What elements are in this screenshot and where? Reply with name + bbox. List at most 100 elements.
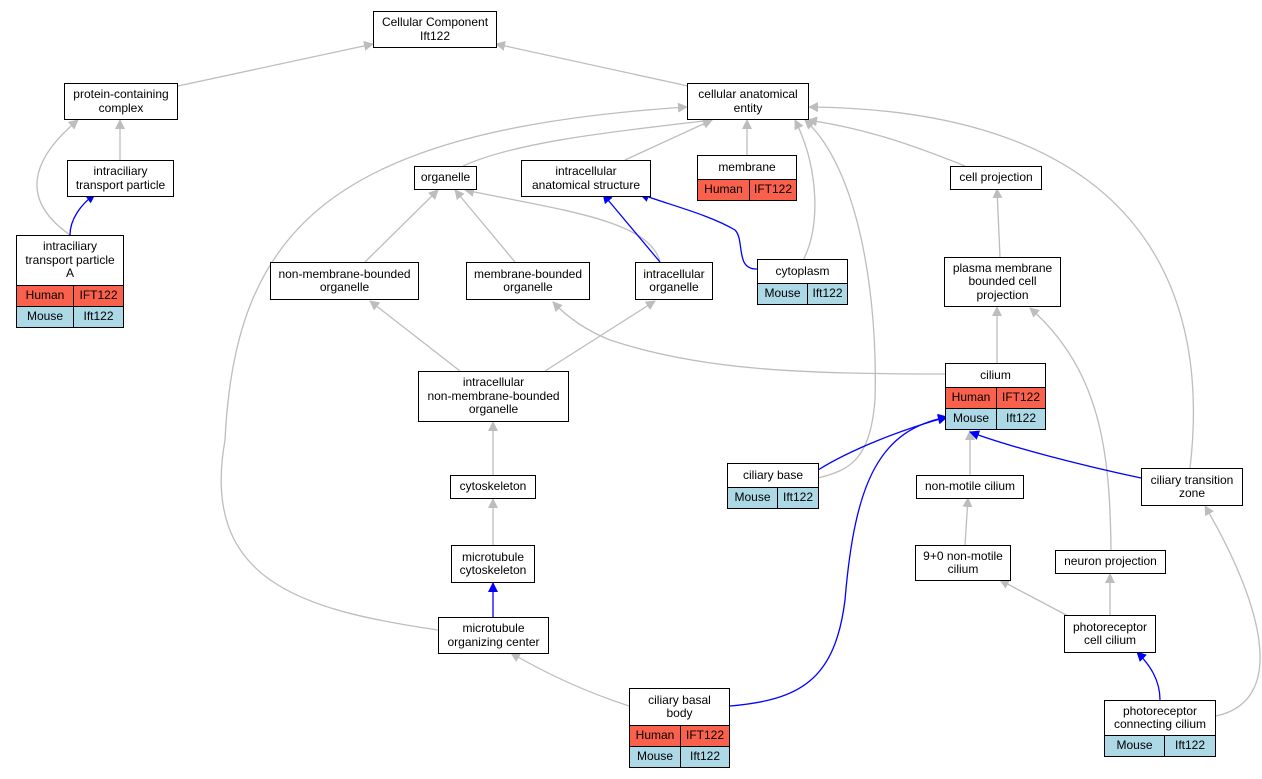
node-label: protein-containing complex [73, 87, 169, 115]
node-label: non-membrane-bounded organelle [278, 266, 411, 294]
mouse-annotation-row: Mouse Ift122 [17, 306, 123, 327]
species-label: Human [704, 182, 743, 197]
species-label: Human [635, 728, 675, 743]
edge-pcc-to-ninezero [999, 579, 1071, 618]
node-intracellular-non-membrane-bounded-organelle[interactable]: intracellular non-membrane-bounded organ… [418, 371, 569, 422]
node-photoreceptor-cell-cilium[interactable]: photoreceptor cell cilium [1064, 615, 1156, 653]
mouse-annotation-row: Mouse Ift122 [758, 283, 847, 304]
gene-label: Ift122 [777, 488, 818, 508]
node-cytoplasm[interactable]: cytoplasm Mouse Ift122 [757, 259, 848, 305]
gene-label: IFT122 [996, 388, 1045, 408]
node-label: ciliary transition zone [1150, 472, 1234, 500]
node-label: cell projection [959, 170, 1033, 185]
node-label: intraciliary transport particle A [25, 239, 115, 281]
node-cellular-anatomical-entity[interactable]: cellular anatomical entity [687, 83, 809, 120]
node-label: cellular anatomical entity [698, 87, 798, 115]
node-intraciliary-transport-particle-a[interactable]: intraciliary transport particle A Human … [16, 235, 124, 328]
node-label: membrane-bounded organelle [473, 266, 583, 294]
edge-io-to-organelle [464, 186, 661, 263]
node-intracellular-organelle[interactable]: intracellular organelle [635, 262, 713, 300]
node-label: cytoplasm [775, 263, 830, 278]
species-label: Human [25, 288, 65, 303]
node-microtubule-organizing-center[interactable]: microtubule organizing center [438, 617, 549, 654]
mouse-annotation-row: Mouse Ift122 [946, 408, 1045, 429]
species-label: Human [951, 390, 991, 405]
species-label: Mouse [1116, 738, 1153, 753]
species-label: Mouse [764, 286, 801, 301]
mouse-annotation-row: Mouse Ift122 [630, 746, 729, 767]
edge-neuronproj-to-pmbcp [1029, 307, 1112, 551]
edge-cytoplasm-partof-ias [639, 192, 758, 270]
node-microtubule-cytoskeleton[interactable]: microtubule cytoskeleton [451, 545, 535, 583]
gene-label: IFT122 [749, 180, 796, 200]
node-protein-containing-complex[interactable]: protein-containing complex [64, 83, 178, 120]
gene-label: Ift122 [680, 747, 729, 767]
edge-ciliarybase-partof-cilium [817, 414, 948, 471]
edge-cellproj-to-cae [807, 116, 966, 167]
gene-label: Ift122 [1164, 736, 1215, 756]
gene-label: Ift122 [73, 307, 123, 327]
node-neuron-projection[interactable]: neuron projection [1055, 550, 1166, 574]
node-cytoskeleton[interactable]: cytoskeleton [450, 475, 536, 499]
node-photoreceptor-connecting-cilium[interactable]: photoreceptor connecting cilium Mouse If… [1104, 700, 1216, 757]
node-label: microtubule organizing center [447, 621, 540, 649]
edge-protein-complex-to-root [177, 41, 374, 87]
node-label: plasma membrane bounded cell projection [952, 260, 1053, 302]
node-label: intracellular organelle [643, 266, 705, 294]
node-intracellular-anatomical-structure[interactable]: intracellular anatomical structure [521, 160, 651, 197]
mouse-annotation-row: Mouse Ift122 [728, 487, 818, 508]
edge-ciliarybase-to-cae [804, 119, 876, 479]
node-ciliary-transition-zone[interactable]: ciliary transition zone [1141, 468, 1243, 506]
node-label: intracellular anatomical structure [531, 164, 641, 192]
node-label: cilium [980, 367, 1011, 382]
node-label: 9+0 non-motile cilium [923, 548, 1003, 576]
human-annotation-row: Human IFT122 [17, 285, 123, 306]
node-ciliary-basal-body[interactable]: ciliary basal body Human IFT122 Mouse If… [629, 688, 730, 768]
node-label: ciliary base [742, 467, 804, 482]
edge-mtoc-to-cae [220, 102, 688, 631]
species-label: Mouse [734, 490, 771, 505]
node-organelle[interactable]: organelle [414, 166, 477, 190]
node-label: microtubule cytoskeleton [459, 549, 527, 577]
species-label: Mouse [636, 749, 674, 764]
node-non-membrane-bounded-organelle[interactable]: non-membrane-bounded organelle [270, 262, 419, 300]
edge-ias-to-cae [624, 119, 713, 161]
edge-pcc2-partof-pcc [1136, 651, 1161, 701]
edge-pmbcp-to-cellproj [992, 188, 1003, 258]
human-annotation-row: Human IFT122 [630, 725, 729, 746]
edge-itpa-to-protein-complex [36, 119, 79, 236]
edge-nmbo-to-organelle [364, 189, 439, 263]
gene-label: Ift122 [807, 284, 847, 304]
edge-cilium-to-mbo [552, 301, 946, 375]
node-intraciliary-transport-particle[interactable]: intraciliary transport particle [67, 160, 174, 197]
edge-itpa-partof-itp [69, 193, 96, 236]
node-ciliary-base[interactable]: ciliary base Mouse Ift122 [727, 463, 819, 509]
edge-cytoplasm-to-cae [794, 119, 816, 261]
node-cilium[interactable]: cilium Human IFT122 Mouse Ift122 [945, 363, 1046, 430]
gene-label: IFT122 [680, 726, 729, 746]
node-9-0-non-motile-cilium[interactable]: 9+0 non-motile cilium [915, 545, 1011, 581]
species-label: Mouse [952, 411, 990, 426]
node-label: membrane [718, 159, 776, 174]
node-membrane[interactable]: membrane Human IFT122 [697, 155, 797, 201]
node-label: Cellular Component Ift122 [381, 15, 489, 43]
species-label: Mouse [26, 309, 64, 324]
human-annotation-row: Human IFT122 [698, 179, 796, 200]
node-non-motile-cilium[interactable]: non-motile cilium [916, 475, 1024, 499]
node-cellular-component[interactable]: Cellular Component Ift122 [373, 11, 497, 48]
node-cell-projection[interactable]: cell projection [950, 166, 1042, 190]
node-label: cytoskeleton [459, 479, 527, 494]
edge-cae-to-root [495, 41, 689, 87]
edge-ctz-partof-cilium [969, 430, 1142, 479]
node-plasma-membrane-bounded-cell-projection[interactable]: plasma membrane bounded cell projection [944, 257, 1061, 307]
node-label: ciliary basal body [648, 692, 711, 720]
node-membrane-bounded-organelle[interactable]: membrane-bounded organelle [466, 262, 590, 300]
node-label: intraciliary transport particle [75, 164, 166, 192]
node-label: neuron projection [1064, 554, 1157, 569]
edge-ninezero-to-nmc [962, 497, 973, 546]
edge-organelle-to-cae [462, 116, 713, 167]
gene-label: Ift122 [996, 409, 1045, 429]
edge-pcc2-to-ctz [1204, 505, 1261, 717]
node-label: photoreceptor cell cilium [1072, 619, 1148, 647]
